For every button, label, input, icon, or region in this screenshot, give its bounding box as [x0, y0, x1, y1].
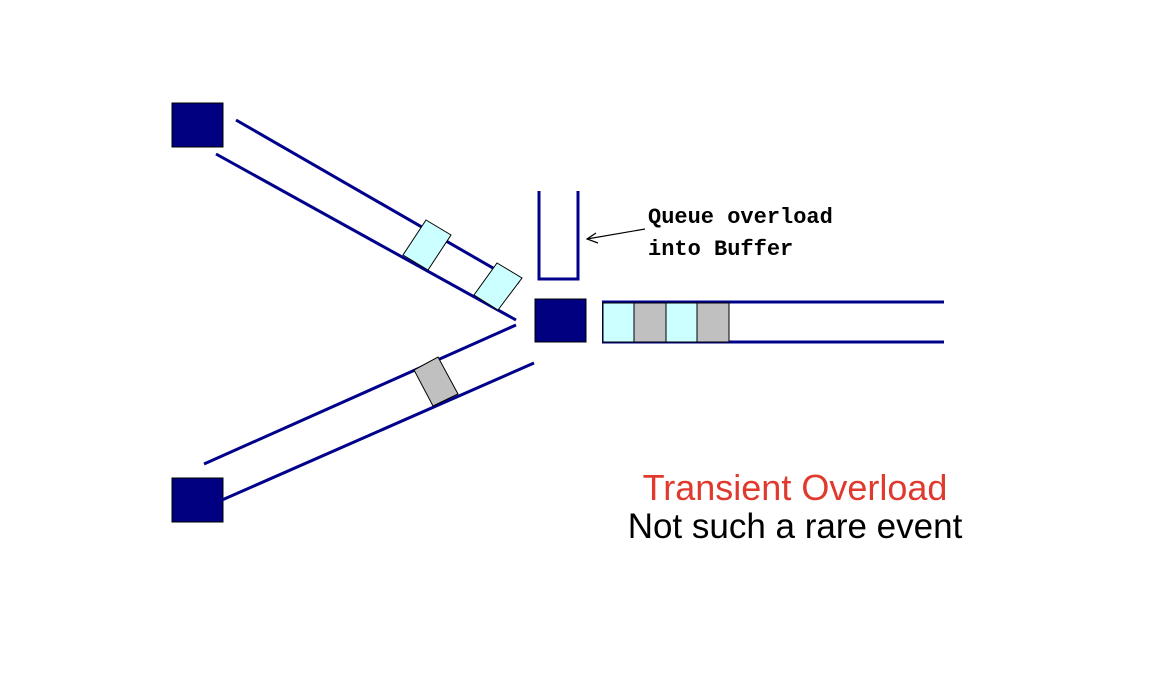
queued-packet-1: [602, 302, 635, 343]
queued-packet-3: [665, 302, 698, 343]
queued-packet-4: [696, 302, 730, 343]
source-node-top: [171, 102, 224, 148]
router-node: [534, 298, 587, 343]
lower-link-rail-top: [203, 323, 517, 466]
packet-lower-1: [413, 356, 459, 407]
caption-title: Transient Overload: [642, 467, 948, 508]
packet-upper-2: [473, 262, 523, 311]
upper-link-rail-top: [235, 118, 520, 285]
buffer-annotation: Queue overload into Buffer: [648, 202, 833, 266]
upper-link: [215, 118, 520, 322]
annotation-arrow: [585, 228, 646, 244]
lower-link-rail-bottom: [221, 361, 535, 502]
buffer-annotation-line-1: Queue overload: [648, 205, 833, 230]
upper-link-rail-bottom: [215, 152, 517, 322]
output-link: [602, 300, 944, 344]
packet-upper-1: [402, 219, 452, 271]
caption-subtitle: Not such a rare event: [627, 507, 963, 546]
lower-link: [203, 323, 535, 502]
buffer-annotation-line-2: into Buffer: [648, 237, 794, 262]
buffer: [537, 191, 580, 281]
source-node-bottom: [171, 477, 224, 523]
queued-packet-2: [633, 302, 667, 343]
